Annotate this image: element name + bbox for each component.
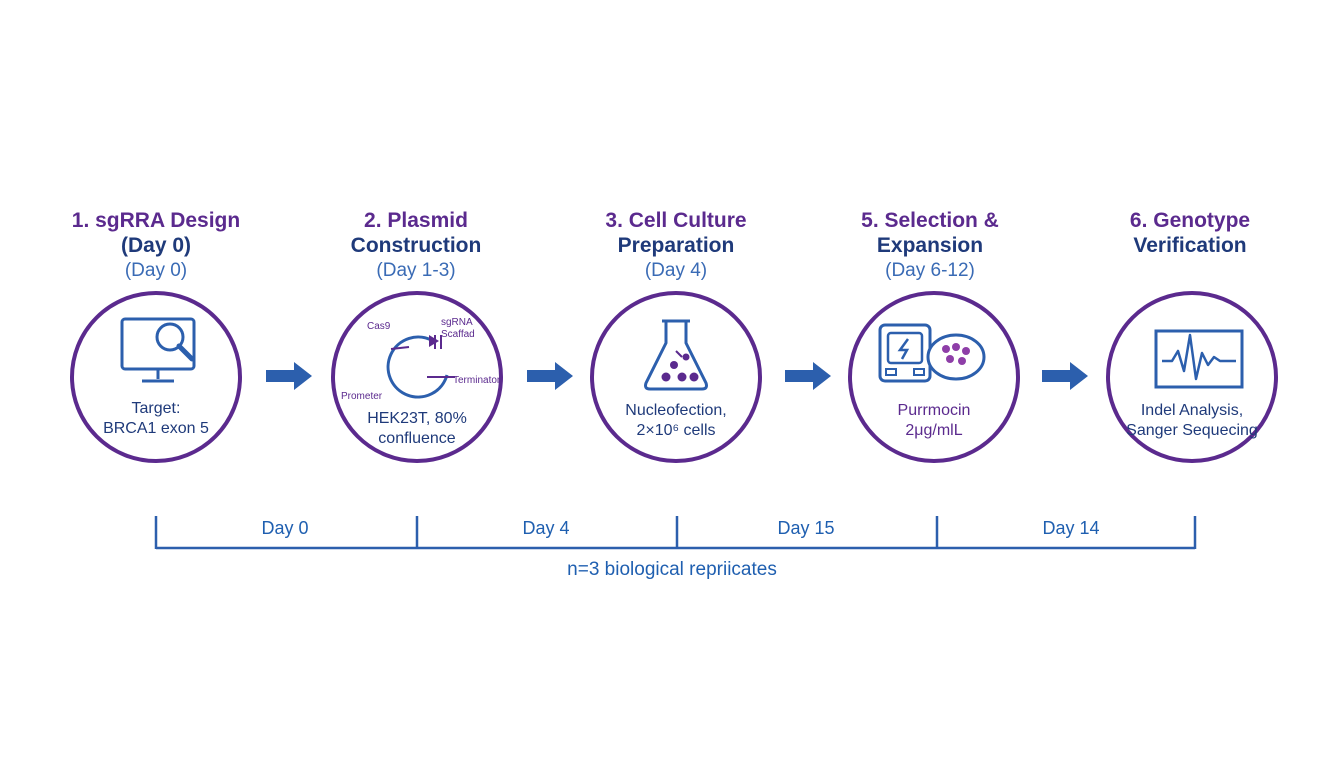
step-3-text-line2: 2×10⁶ cells (636, 422, 716, 439)
step-6-circle: Indel Analysis, Sanger Sequecing (1106, 291, 1278, 463)
step-1-text-line2: BRCA1 exon 5 (103, 420, 209, 437)
step-2-circle: Cas9 sgRNA Scaffad Prometer Terminator H… (331, 291, 503, 463)
step-5-circle: Purrmocin 2μg/mlL (848, 291, 1020, 463)
incubator-petri-dish-icon (878, 323, 986, 383)
step-1-title-line1: 1. sgRRA Design (71, 209, 241, 232)
waveform-monitor-icon (1154, 329, 1244, 389)
step-2-text-line1: HEK23T, 80% (367, 410, 467, 427)
step-3-text: Nucleofection, 2×10⁶ cells (602, 401, 750, 441)
step-6-text-line1: Indel Analysis, (1140, 402, 1244, 419)
step-2-title-line2: Construction (350, 234, 482, 257)
step-5-title-line1: 5. Selection & (861, 209, 999, 232)
timeline-segment-4: Day 14 (1042, 518, 1100, 538)
step-2-title: 2. Plasmid Construction (Day 1-3) (296, 208, 536, 283)
arrow-right-icon (527, 362, 573, 390)
step-1-text-line1: Target: (131, 400, 181, 417)
timeline-segment-1: Day 0 (261, 518, 309, 538)
step-6-title: 6. Genotype Verification (1070, 208, 1310, 258)
step-5-title-line2: Expansion (876, 234, 984, 257)
step-3-title-line1: 3. Cell Culture (605, 209, 747, 232)
plasmid-map-icon: Cas9 sgRNA Scaffad Prometer Terminator (341, 317, 499, 402)
step-5-text-line2: 2μg/mlL (905, 422, 963, 439)
step-3-title: 3. Cell Culture Preparation (Day 4) (556, 208, 796, 283)
step-2-title-line1: 2. Plasmid (364, 209, 468, 232)
step-6-title-line1: 6. Genotype (1129, 209, 1251, 232)
step-1-circle: Target: BRCA1 exon 5 (70, 291, 242, 463)
step-1-day: (Day 0) (124, 260, 188, 281)
step-2-text-line2: confluence (378, 430, 456, 447)
arrow-right-icon (1042, 362, 1088, 390)
arrow-right-icon (785, 362, 831, 390)
step-3-text-line1: Nucleofection, (625, 402, 727, 419)
arrow-right-icon (266, 362, 312, 390)
step-5-text-line1: Purrmocin (897, 402, 971, 419)
step-5-text: Purrmocin 2μg/mlL (860, 401, 1008, 441)
timeline-segment-2: Day 4 (522, 518, 570, 538)
plasmid-label-scaffold: Scaffad (441, 329, 475, 340)
plasmid-label-terminator: Terminator (453, 375, 499, 386)
plasmid-label-promoter: Prometer (341, 391, 383, 402)
step-6-text: Indel Analysis, Sanger Sequecing (1118, 401, 1266, 441)
step-3-day: (Day 4) (644, 260, 708, 281)
step-5-day: (Day 6-12) (885, 260, 975, 281)
plasmid-label-sgrna: sgRNA (441, 317, 473, 328)
step-1-text: Target: BRCA1 exon 5 (82, 399, 230, 439)
replicates-footnote: n=3 biological repriicates (567, 559, 777, 580)
step-2-day: (Day 1-3) (376, 260, 456, 281)
step-5-title: 5. Selection & Expansion (Day 6-12) (810, 208, 1050, 283)
step-3-circle: Nucleofection, 2×10⁶ cells (590, 291, 762, 463)
step-1-title-line2: (Day 0) (120, 234, 192, 257)
monitor-magnifier-icon (120, 317, 196, 383)
step-2-text: HEK23T, 80% confluence (343, 409, 491, 449)
plasmid-label-cas9: Cas9 (367, 321, 391, 332)
step-3-title-line2: Preparation (617, 234, 735, 257)
timeline-segment-3: Day 15 (777, 518, 835, 538)
step-6-text-line2: Sanger Sequecing (1126, 422, 1258, 439)
step-1-title: 1. sgRRA Design (Day 0) (Day 0) (36, 208, 276, 283)
flask-icon (644, 319, 708, 391)
step-6-title-line2: Verification (1133, 234, 1247, 257)
